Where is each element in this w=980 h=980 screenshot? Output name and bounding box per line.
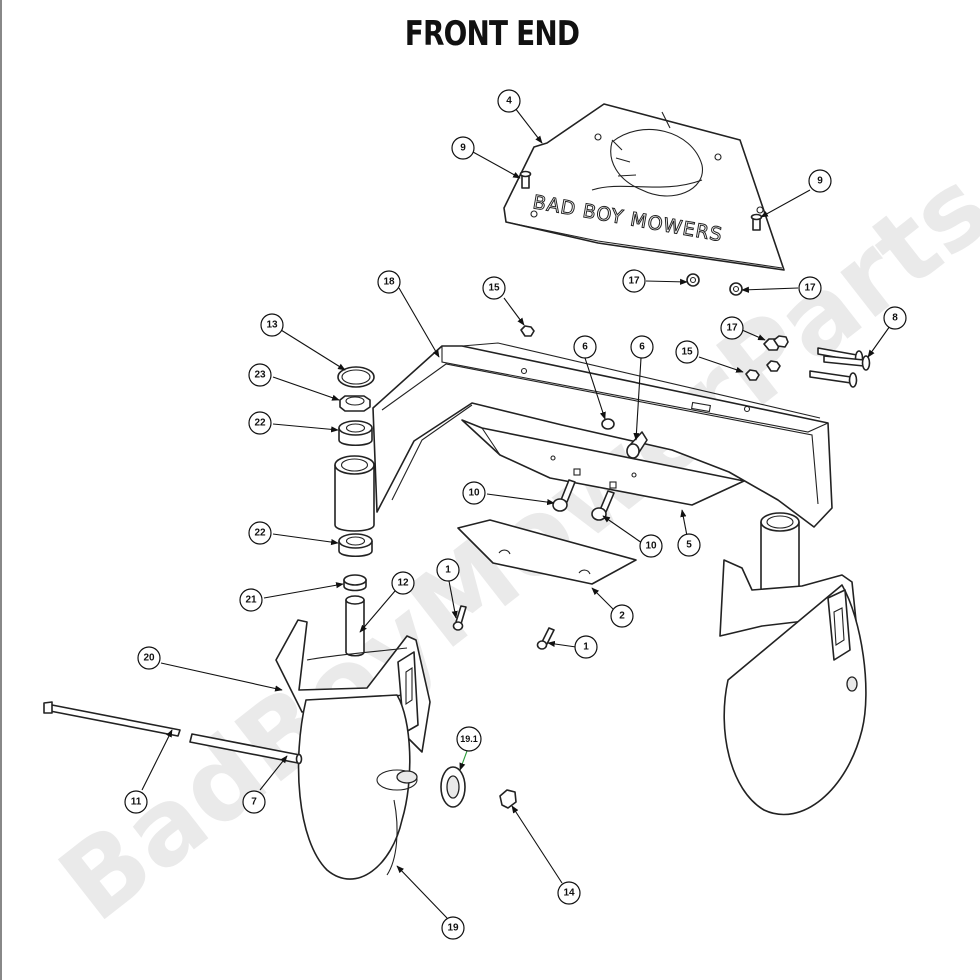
svg-text:13: 13: [266, 320, 278, 331]
callout-9-left: 9: [451, 136, 475, 160]
page-title: FRONT END: [404, 14, 580, 54]
svg-text:21: 21: [245, 595, 257, 606]
bolt-10-b: [591, 490, 615, 521]
svg-text:20: 20: [143, 653, 155, 664]
callout-11: 11: [124, 790, 148, 814]
frame-gusset: [461, 419, 745, 506]
axle-spacer: [189, 733, 303, 765]
dust-cap: [337, 366, 375, 388]
callout-8: 8: [883, 306, 907, 330]
svg-text:9: 9: [817, 176, 823, 187]
carriage-bolts: [809, 347, 871, 388]
callout-1-a: 1: [436, 558, 460, 582]
nut-15-center: [520, 325, 535, 337]
callout-17-a: 17: [622, 269, 646, 293]
callout-13: 13: [260, 313, 284, 337]
plate-bolt-left: [519, 170, 532, 189]
callout-4: 4: [497, 89, 521, 113]
callout-5: 5: [677, 533, 701, 557]
spindle-tube: [334, 455, 375, 532]
svg-text:1: 1: [445, 565, 451, 576]
callout-23: 23: [248, 363, 272, 387]
callout-15-right: 15: [675, 340, 699, 364]
svg-text:23: 23: [254, 370, 266, 381]
callout-7: 7: [242, 790, 266, 814]
bolt-1-b: [536, 627, 555, 650]
callout-1-b: 1: [574, 635, 598, 659]
callout-22-lower: 22: [248, 521, 272, 545]
svg-text:10: 10: [468, 488, 480, 499]
wheel-cap: [499, 789, 517, 809]
svg-text:9: 9: [460, 143, 466, 154]
wheel-bearing: [440, 766, 466, 808]
svg-text:10: 10: [645, 541, 657, 552]
bolt-1-a: [452, 605, 467, 631]
callout-17-c: 17: [720, 316, 744, 340]
svg-text:22: 22: [254, 528, 266, 539]
caster-assembly-right: [719, 512, 867, 816]
upper-bearing: [338, 420, 373, 447]
callout-10-a: 10: [462, 481, 486, 505]
lower-bearing: [338, 533, 373, 558]
spindle-nut: [339, 395, 371, 412]
callout-20: 20: [137, 646, 161, 670]
svg-text:11: 11: [131, 797, 142, 808]
nut-17-a: [686, 273, 700, 287]
svg-text:4: 4: [506, 96, 512, 107]
callout-19: 19: [441, 916, 465, 940]
nut-17-c: [763, 335, 789, 351]
axle-bolt: [43, 701, 181, 737]
callout-6-a: 6: [573, 335, 597, 359]
svg-text:2: 2: [619, 611, 625, 622]
svg-text:14: 14: [563, 888, 575, 899]
svg-text:12: 12: [397, 578, 409, 589]
callout-12: 12: [391, 571, 415, 595]
nut-17-b: [729, 282, 743, 296]
callout-21: 21: [239, 588, 263, 612]
svg-text:15: 15: [488, 283, 500, 294]
svg-text:15: 15: [681, 347, 693, 358]
bottom-plate: [457, 519, 637, 585]
callout-19-1: 19.1: [456, 726, 482, 752]
svg-text:18: 18: [383, 277, 395, 288]
callout-17-b: 17: [798, 276, 822, 300]
front-frame: [372, 342, 833, 528]
svg-text:19.1: 19.1: [460, 734, 478, 744]
caster-wheel-left: [297, 694, 418, 880]
callout-10-b: 10: [639, 534, 663, 558]
callout-6-b: 6: [630, 335, 654, 359]
nut-15-right: [745, 360, 781, 381]
svg-text:6: 6: [639, 342, 645, 353]
callout-18: 18: [377, 270, 401, 294]
svg-text:22: 22: [254, 418, 266, 429]
svg-text:5: 5: [686, 540, 692, 551]
logo-plate: BAD BOY MOWERS: [503, 103, 785, 271]
callout-15-center: 15: [482, 276, 506, 300]
svg-text:17: 17: [726, 323, 738, 334]
svg-text:6: 6: [582, 342, 588, 353]
svg-text:7: 7: [251, 797, 257, 808]
svg-text:1: 1: [583, 642, 589, 653]
spindle-shaft: [345, 595, 365, 657]
spacer-washer: [343, 574, 367, 592]
callout-22-upper: 22: [248, 411, 272, 435]
callout-14: 14: [557, 881, 581, 905]
callout-2: 2: [610, 604, 634, 628]
plate-bolt-right: [750, 213, 763, 231]
bolt-10-a: [552, 479, 576, 512]
frame-pin-a: [601, 418, 615, 430]
svg-text:17: 17: [804, 283, 816, 294]
svg-text:8: 8: [892, 313, 898, 324]
frame-pin-b: [626, 431, 648, 459]
callout-9-right: 9: [808, 169, 832, 193]
svg-text:17: 17: [628, 276, 640, 287]
svg-text:19: 19: [447, 923, 459, 934]
